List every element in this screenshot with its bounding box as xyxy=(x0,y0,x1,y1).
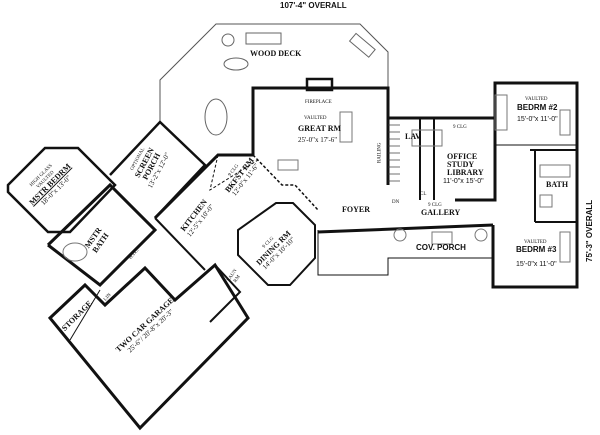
wood-deck-outline xyxy=(159,23,389,122)
dining-octagon xyxy=(237,202,316,286)
bedrm2-note: VAULTED xyxy=(525,97,548,102)
gallery-label: GALLERY xyxy=(421,208,461,217)
lav-label: LAV xyxy=(405,132,421,141)
garage-walls xyxy=(47,262,250,431)
cov-porch-label: COV. PORCH xyxy=(416,243,466,252)
closet-label: CL xyxy=(420,192,427,197)
wood-deck-label: WOOD DECK xyxy=(250,49,302,58)
office-label-1: OFFICE xyxy=(447,152,478,161)
office-size: 11'-0"x 15'-0" xyxy=(443,178,484,185)
railing-label: RAILING xyxy=(377,142,383,164)
great-rm-label: GREAT RM xyxy=(298,124,342,133)
fireplace-label: FIREPLACE xyxy=(305,100,332,105)
overall-depth-label: 75'-3" OVERALL xyxy=(585,199,594,262)
master-bedroom-walls xyxy=(6,146,117,234)
bedrm2-size: 15'-0"x 11'-0" xyxy=(517,116,558,123)
stair-down-label: DN xyxy=(392,200,400,205)
great-room-walls xyxy=(251,86,390,185)
gallery-note: 9 CLG xyxy=(428,203,442,208)
bedrm3-label: BEDRM #3 xyxy=(516,245,557,254)
bedrm3-size: 15'-0"x 11'-0" xyxy=(516,261,557,268)
foyer-label: FOYER xyxy=(342,205,370,214)
bath-label: BATH xyxy=(546,180,569,189)
overall-width-label: 107'-4" OVERALL xyxy=(280,1,347,10)
great-rm-note: VAULTED xyxy=(304,116,327,121)
bedroom-wing-walls xyxy=(491,81,579,289)
office-label-3: LIBRARY xyxy=(447,168,484,177)
office-label-2: STUDY xyxy=(447,160,475,169)
bedrm3-note: VAULTED xyxy=(524,240,547,245)
bedrm2-label: BEDRM #2 xyxy=(517,103,558,112)
office-note: 9 CLG xyxy=(453,125,467,130)
great-rm-size: 25'-0"x 17'-6" xyxy=(298,136,338,144)
